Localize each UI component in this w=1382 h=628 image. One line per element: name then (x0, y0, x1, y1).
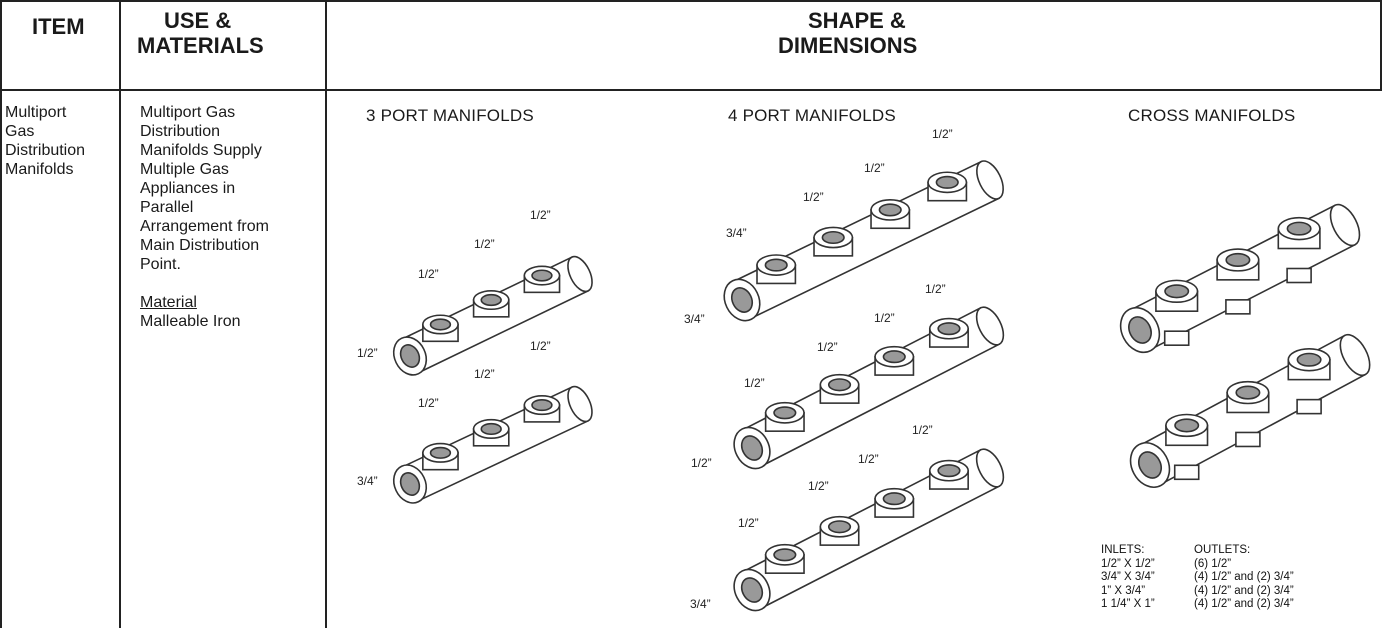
label-4p2-inlet: 1/2” (691, 456, 712, 470)
label-3p2-o3: 1/2” (530, 339, 551, 353)
inlet-value: 3/4” X 3/4” (1101, 571, 1155, 583)
use-line: Parallel (140, 199, 194, 216)
label-4p2-o2: 1/2” (817, 340, 838, 354)
header-use-line2: MATERIALS (137, 33, 264, 58)
label-4p3-o2: 1/2” (808, 479, 829, 493)
label-4p1-o2: 1/2” (803, 190, 824, 204)
label-4p3-o3: 1/2” (858, 452, 879, 466)
manifold-3p-1 (392, 255, 593, 376)
material-heading: Material (140, 294, 197, 311)
label-4p1-inlet: 3/4” (684, 312, 705, 326)
header-bottom-border (0, 89, 1382, 91)
label-3p2-o2: 1/2” (474, 367, 495, 381)
col-divider-1 (119, 0, 121, 628)
header-shape-line2: DIMENSIONS (778, 33, 918, 58)
cross-outlets-column: OUTLETS: (6) 1/2” (4) 1/2” and (2) 3/4” … (1194, 544, 1374, 612)
item-line: Multiport (5, 104, 67, 121)
cross-title: CROSS MANIFOLDS (1128, 106, 1296, 125)
outlet-value: (6) 1/2” (1194, 557, 1232, 570)
label-3p2-inlet: 3/4” (357, 474, 378, 488)
table-top-border (0, 0, 1382, 2)
item-line: Manifolds (5, 161, 74, 178)
item-line: Gas (5, 123, 35, 140)
label-4p3-o1: 1/2” (738, 516, 759, 530)
item-line: Distribution (5, 142, 86, 159)
use-line: Manifolds Supply (140, 142, 262, 159)
manifold-4p-3 (733, 448, 1005, 612)
three-port-title: 3 PORT MANIFOLDS (366, 106, 534, 125)
table-right-border (1380, 0, 1382, 90)
label-3p1-o2: 1/2” (474, 237, 495, 251)
use-line: Point. (140, 256, 181, 273)
outlet-value: (4) 1/2” and (2) 3/4” (1194, 571, 1294, 583)
use-line: Multiport Gas (140, 104, 236, 121)
manifold-3p-2 (392, 385, 593, 504)
cross-inlets-column: INLETS: 1/2” X 1/2” 3/4” X 3/4” 1” X 3/4… (1101, 544, 1189, 612)
use-line: Main Distribution (140, 237, 260, 254)
use-line: Distribution (140, 123, 221, 140)
cross-manifold-2 (1129, 333, 1371, 488)
col-divider-2 (325, 0, 327, 628)
use-line: Multiple Gas (140, 161, 229, 178)
header-use-line1: USE & (164, 8, 232, 33)
table-left-border (0, 0, 2, 628)
item-text: Multiport Gas Distribution Manifolds (5, 103, 117, 179)
label-4p2-o1: 1/2” (744, 376, 765, 390)
label-3p1-inlet: 1/2” (357, 346, 378, 360)
inlet-value: 1 1/4” X 1” (1101, 598, 1155, 610)
label-4p3-inlet: 3/4” (690, 597, 711, 611)
cross-manifold-1 (1119, 203, 1361, 354)
label-4p2-o3: 1/2” (874, 311, 895, 325)
label-4p1-o4: 1/2” (932, 127, 953, 141)
use-line: Appliances in (140, 180, 236, 197)
four-port-title: 4 PORT MANIFOLDS (728, 106, 896, 125)
label-4p2-o4: 1/2” (925, 282, 946, 296)
inlet-value: 1” X 3/4” (1101, 584, 1146, 597)
use-line: Arrangement from (140, 218, 269, 235)
label-4p1-o3: 1/2” (864, 161, 885, 175)
use-description: Multiport Gas Distribution Manifolds Sup… (140, 103, 322, 331)
manifold-4p-1 (723, 160, 1004, 322)
header-shape-line1: SHAPE & (808, 8, 906, 33)
outlets-header: OUTLETS: (1194, 544, 1251, 556)
outlet-value: (4) 1/2” and (2) 3/4” (1194, 598, 1294, 610)
header-item: ITEM (32, 14, 85, 39)
label-4p1-o1: 3/4” (726, 226, 747, 240)
inlets-header: INLETS: (1101, 544, 1145, 556)
label-4p3-o4: 1/2” (912, 423, 933, 437)
manifold-4p-2 (733, 306, 1005, 470)
outlet-value: (4) 1/2” and (2) 3/4” (1194, 584, 1294, 597)
label-3p2-o1: 1/2” (418, 396, 439, 410)
material-value: Malleable Iron (140, 313, 241, 330)
label-3p1-o1: 1/2” (418, 267, 439, 281)
inlet-value: 1/2” X 1/2” (1101, 557, 1155, 570)
label-3p1-o3: 1/2” (530, 208, 551, 222)
